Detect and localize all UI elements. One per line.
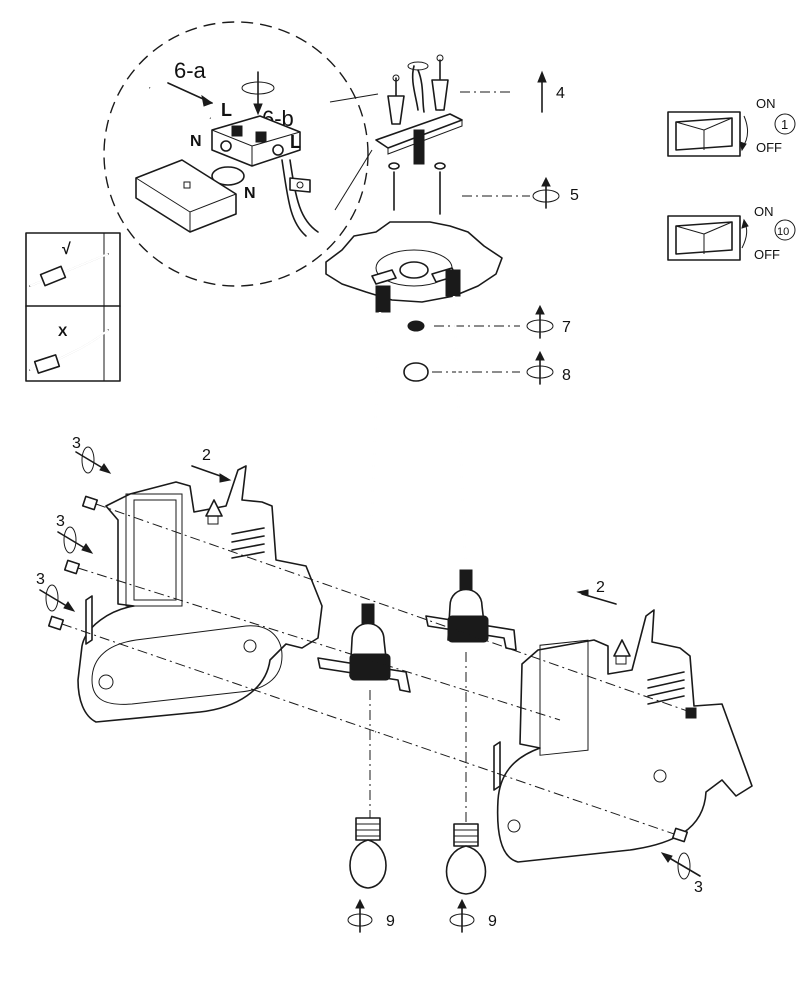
neutral-label-bottom: N: [244, 185, 256, 202]
bulb-right: [445, 823, 487, 895]
step-5-label: 5: [570, 187, 579, 204]
rotate-icon-5: [532, 176, 560, 209]
end-cap: [403, 362, 429, 382]
tractor-panel-left: [77, 465, 323, 723]
rotate-icon-3a: [75, 446, 112, 474]
step-8-label: 8: [562, 367, 571, 384]
cord-grip-right: [445, 269, 461, 297]
step-4-label: 4: [556, 85, 565, 102]
terminal-block-detail: 6-a 6-b L N L N: [103, 21, 379, 287]
assembly-axes: [61, 503, 697, 837]
rotate-icon-3d: [660, 852, 701, 880]
off-label-1: OFF: [756, 140, 782, 155]
step-9-label-left: 9: [386, 913, 395, 930]
rotate-icon-8: [526, 350, 554, 385]
step-3-label-c: 3: [36, 571, 45, 588]
wall-plugs: [387, 54, 449, 125]
step-6a-label: 6-a: [174, 58, 207, 83]
bulb-left: [349, 817, 387, 889]
off-label-10: OFF: [754, 247, 780, 262]
switch-top: ON OFF 1: [667, 96, 796, 157]
circle-1-label: 1: [781, 117, 788, 132]
switch-bottom: ON OFF 10: [667, 204, 796, 262]
live-label-top: L: [221, 100, 232, 120]
on-label-10: ON: [754, 204, 774, 219]
detail-leader-bottom: [334, 149, 373, 211]
step-3-label-b: 3: [56, 513, 65, 530]
rotate-icon-3b: [57, 526, 94, 554]
on-label-1: ON: [756, 96, 776, 111]
rotate-icon-3c: [39, 584, 76, 612]
live-label-right: L: [290, 132, 301, 152]
tractor-panel-right: [493, 609, 753, 863]
step-7-label: 7: [562, 319, 571, 336]
rotate-icon-9-right: [449, 898, 475, 933]
suspension-cords: [366, 295, 468, 609]
cable-check-panel: √ X: [25, 232, 121, 382]
step-3-label-d: 3: [694, 879, 703, 896]
rotate-icon-9-left: [347, 898, 373, 933]
rotate-icon-7: [526, 304, 554, 339]
fixing-nut: [407, 320, 425, 332]
step-9-label-right: 9: [488, 913, 497, 930]
neutral-label-left: N: [190, 133, 202, 150]
ceiling-mount: 4 5 7 8: [325, 54, 579, 385]
screws-left: [47, 495, 99, 631]
wrong-mark: X: [58, 323, 68, 339]
lamp-socket-right: [425, 569, 517, 651]
switch-panel: ON OFF 1 ON OFF 10: [667, 96, 796, 262]
step-3-label-a: 3: [72, 435, 81, 452]
correct-mark: √: [62, 241, 71, 258]
circle-10-label: 10: [777, 226, 789, 238]
detail-leader-top: [329, 93, 379, 103]
cord-grip-left: [375, 285, 391, 313]
step-2-label-left: 2: [202, 447, 211, 464]
step-2-label-right: 2: [596, 579, 605, 596]
